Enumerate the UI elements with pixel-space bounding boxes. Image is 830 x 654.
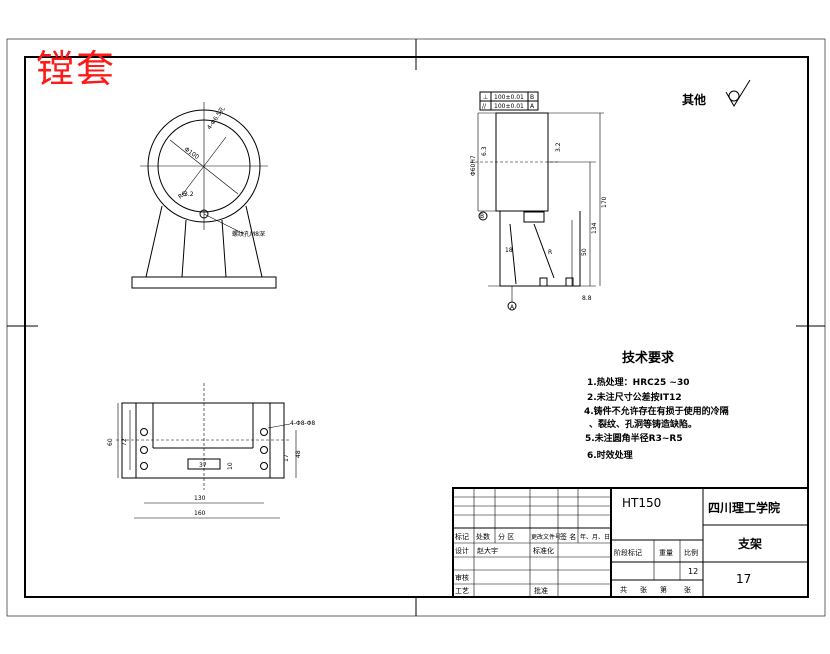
front-dim-r6: R6: [177, 190, 188, 200]
side-dim-roughness-2: 3.2: [555, 142, 562, 152]
tech-req-title: 技术要求: [622, 350, 675, 366]
front-dim-roughness: 3.2: [184, 191, 194, 198]
tb-design-label: 设计: [455, 546, 469, 555]
tb-header-date: 年、月、日: [580, 533, 610, 541]
side-dim-roughness-1: 6.3: [481, 146, 488, 156]
front-dim-phi100: Φ100: [183, 146, 200, 161]
tol-symbol-1: ⊥: [483, 94, 488, 101]
side-datum-a: A: [510, 304, 515, 311]
roughness-symbol-icon: [725, 79, 751, 107]
tb-sheet-total: 共: [620, 585, 627, 594]
tb-header-sign: 签 名: [560, 532, 576, 541]
tb-stage-scale: 比例: [684, 548, 698, 557]
tb-header-file: 更改文件号: [531, 533, 561, 541]
tb-sheet-unit-1: 张: [640, 585, 647, 594]
tb-approve: 批准: [534, 586, 548, 595]
title-part-name: 支架: [737, 536, 762, 551]
title-block: [452, 487, 809, 598]
side-datum-b: B: [480, 213, 484, 220]
plan-dim-130: 130: [194, 495, 206, 502]
tb-stage-weight: 重量: [659, 549, 673, 557]
tol-value-1: 100±0.01: [494, 94, 524, 101]
front-dim-thread: 螺纹孔M8深: [232, 230, 265, 238]
side-dim-50: 50: [581, 248, 588, 256]
tech-req-item-5: 5.未注圆角半径R3~R5: [585, 432, 683, 444]
sheet-outer-border: [6, 38, 826, 617]
tech-req-item-6: 6.时效处理: [587, 449, 633, 461]
tb-header-zone: 分 区: [498, 532, 514, 541]
tb-header-mark: 标记: [455, 532, 469, 541]
plan-dim-37: 37: [199, 462, 207, 469]
tb-process: 工艺: [455, 587, 469, 595]
side-dim-88: 8.8: [582, 295, 592, 302]
plan-dim-48: 48: [295, 450, 302, 458]
front-view: [131, 102, 277, 289]
side-view: [470, 91, 604, 311]
tb-review: 审核: [455, 573, 469, 582]
tb-stage-mark: 阶段标记: [614, 548, 642, 557]
roughness-label: 其他: [682, 92, 706, 107]
tech-req-item-1: 1.热处理：HRC25 ~30: [587, 376, 689, 388]
side-dim-18: 18: [505, 247, 513, 254]
side-dim-134: 134: [591, 222, 598, 234]
title-drawing-no: 17: [736, 572, 751, 586]
plan-dim-60: 60: [107, 438, 114, 446]
plan-dim-17: 17: [283, 454, 290, 462]
plan-dim-160: 160: [194, 510, 206, 517]
side-dim-170: 170: [601, 196, 608, 208]
title-scale-value: 12: [688, 567, 698, 576]
side-dim-bore: Φ60H7: [470, 155, 477, 176]
title-school: 四川理工学院: [708, 500, 780, 515]
plan-view: [116, 383, 297, 519]
tb-standard: 标准化: [533, 546, 554, 555]
centering-marks: [7, 39, 825, 616]
tb-designer: 赵大宇: [477, 546, 498, 555]
tb-sheet-no: 第: [660, 585, 667, 594]
tech-req-item-2: 2.未注尺寸公差按IT12: [587, 391, 682, 403]
tech-req-item-3: 4.铸件不允许存在有损于使用的冷隔: [584, 405, 729, 417]
plan-dim-10: 10: [227, 462, 234, 470]
side-dim-r: R: [548, 249, 552, 256]
sheet-inner-frame: [24, 56, 809, 598]
tol-datum-1: B: [530, 94, 534, 101]
tol-datum-2: A: [530, 103, 535, 110]
tech-req-item-4: 、裂纹、孔洞等铸造缺陷。: [589, 418, 697, 430]
plan-dim-holes: 4-Φ8-Φ8: [290, 420, 315, 427]
stamp-title: 镗套: [36, 47, 117, 91]
plan-dim-72: 72: [121, 438, 128, 446]
title-material: HT150: [622, 496, 661, 510]
front-dim-holes: 4-Φ6.5孔: [205, 105, 227, 131]
tb-sheet-unit-2: 张: [684, 585, 691, 594]
tol-value-2: 100±0.01: [494, 103, 524, 110]
tb-header-count: 处数: [476, 532, 490, 541]
tol-symbol-2: //: [482, 103, 487, 110]
